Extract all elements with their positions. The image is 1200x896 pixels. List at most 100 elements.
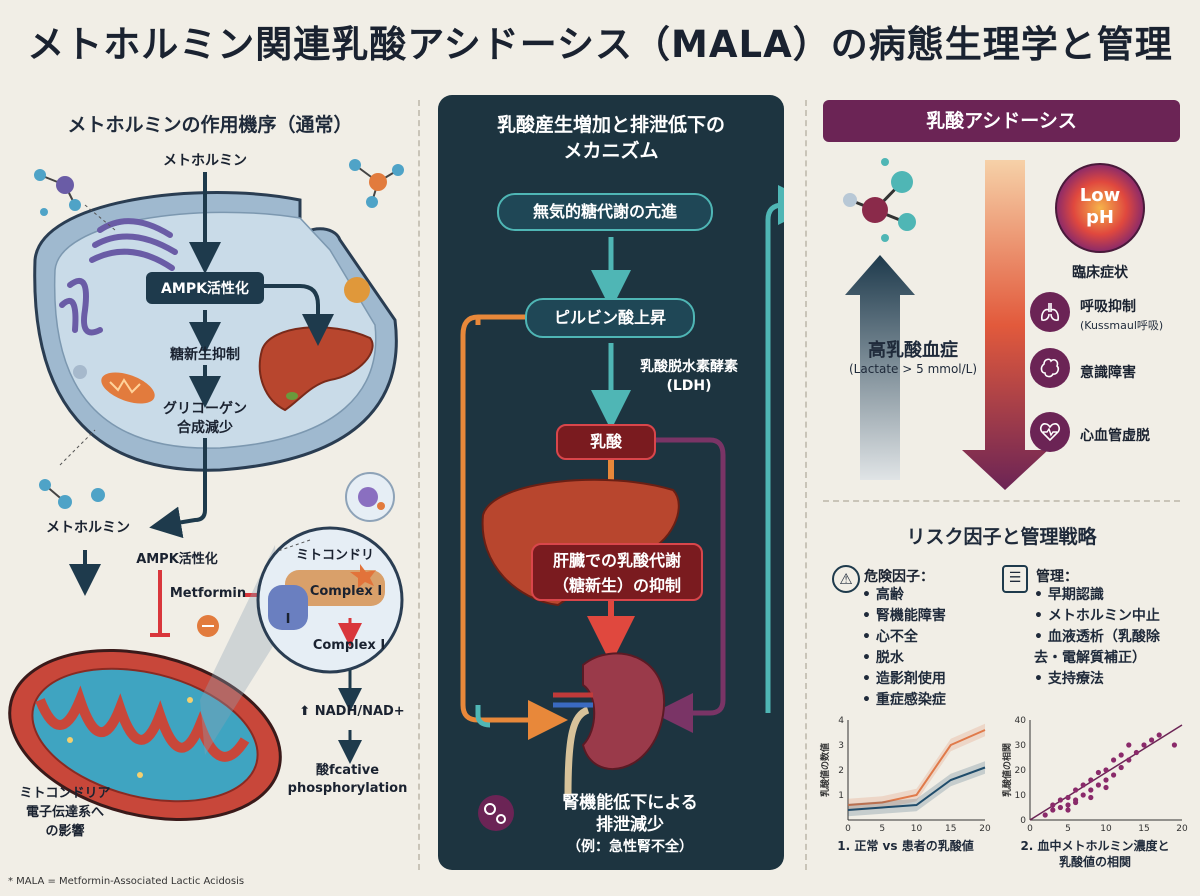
footnote: * MALA = Metformin-Associated Lactic Aci…: [8, 876, 245, 887]
scatter-point: [1095, 782, 1101, 788]
cell-thumbnail-icon: [345, 472, 395, 522]
scatter-point: [1126, 757, 1132, 763]
scatter-point: [1042, 812, 1048, 818]
y-axis-label: 乳酸値の数値: [819, 743, 831, 797]
left-section-heading: メトホルミンの作用機序（通常）: [67, 114, 353, 136]
brain-icon: [1030, 348, 1070, 388]
list-item: 腎機能障害: [862, 606, 946, 627]
lactate-box: 乳酸: [556, 424, 656, 460]
falling-arrow: [962, 160, 1048, 490]
list-item: 造影剤使用: [862, 669, 946, 690]
vesicle-icon: [344, 277, 370, 303]
right-divider: [823, 500, 1180, 502]
symptom-cardiovascular-label: 心血管虚脱: [1080, 428, 1150, 444]
er-icon: [59, 277, 103, 336]
pyruvate-box: ピルビン酸上昇: [525, 298, 695, 338]
heart-icon: [1030, 412, 1070, 452]
scatter-point: [1118, 764, 1124, 771]
x-tick-label: 10: [1100, 824, 1112, 834]
complex-i-shape: [268, 585, 308, 630]
hyperlactatemia-label: 高乳酸血症: [868, 340, 958, 361]
liver-inhibition-box: 肝臓での乳酸代謝 （糖新生）の抑制: [531, 543, 703, 601]
small-mitochondrion-icon: [101, 372, 155, 404]
x-tick-label: 20: [979, 824, 991, 834]
list-item: 重症感染症: [862, 690, 946, 711]
scatter-point: [1065, 807, 1071, 813]
scatter-point: [1088, 787, 1094, 793]
y-tick-label: 2: [838, 766, 844, 776]
list-item: 脱水: [862, 648, 946, 669]
nadh-text: NADH/NAD+: [314, 704, 405, 719]
metformin-label: メトホルミン: [163, 153, 247, 169]
molecule-icon: [349, 159, 404, 208]
kidney-label: 腎機能低下による 排泄減少: [562, 793, 698, 835]
arrow: [765, 185, 784, 713]
divider-left: [418, 100, 420, 870]
clipboard-icon: ☰: [1002, 565, 1028, 593]
low-ph-badge: [1055, 163, 1145, 253]
anaerobic-glycolysis-box: 無気的糖代謝の亢進: [497, 193, 713, 231]
kidney-symbol-icon: [478, 795, 514, 831]
symptom-consciousness-label: 意識障害: [1080, 365, 1136, 381]
gluconeogenesis-label: 糖新生抑制: [170, 347, 240, 363]
list-item: 支持療法: [1034, 669, 1194, 690]
vesicle-icon: [73, 365, 87, 379]
symptom-cardiovascular: [1030, 412, 1070, 452]
scatter-point: [1057, 804, 1063, 811]
molecule-icon: [39, 479, 105, 509]
scatter-point: [1088, 777, 1094, 783]
lactate-molecule-icon: [843, 158, 916, 242]
list-item: 血液透析（乳酸除 去・電解質補正）: [1034, 627, 1194, 669]
rising-arrow: [845, 255, 915, 480]
risk-management-heading: リスク因子と管理戦略: [906, 526, 1097, 548]
arrow: [653, 437, 726, 733]
scatter-point: [1050, 802, 1056, 808]
scatter-point: [1111, 757, 1117, 763]
list-item: 心不全: [862, 627, 946, 648]
scatter-point: [1111, 772, 1117, 778]
list-item: 高齢: [862, 585, 946, 606]
glycogen-label: グリコーゲン 合成減少: [163, 401, 247, 436]
y-tick-label: 1: [838, 791, 844, 801]
x-tick-label: 10: [911, 824, 923, 834]
scatter-point: [1057, 797, 1063, 803]
scatter-point: [1133, 749, 1139, 756]
y-tick-label: 30: [1015, 741, 1027, 751]
risk-factors-title: 危険因子：: [864, 569, 934, 585]
scatter-point: [1126, 742, 1132, 748]
management-list: 早期認識 メトホルミン中止 血液透析（乳酸除 去・電解質補正） 支持療法: [1034, 585, 1194, 690]
golgi-icon: [89, 218, 178, 271]
clinical-symptoms-label: 臨床症状: [1072, 265, 1128, 281]
scatter-point: [1156, 732, 1162, 738]
series-band: [848, 723, 985, 812]
page-title: メトホルミン関連乳酸アシドーシス（MALA）の病態生理学と管理: [27, 23, 1173, 66]
x-tick-label: 5: [879, 824, 885, 834]
scatter-point: [1073, 787, 1079, 793]
complex-i-label-2: Complex I: [312, 638, 386, 653]
arrow: [262, 284, 334, 346]
x-tick-label: 15: [945, 824, 956, 834]
list-item: 早期認識: [1034, 585, 1194, 606]
symptom-respiratory-sub: (Kussmaul呼吸): [1080, 319, 1164, 332]
metformin-en-label: Metformin: [169, 586, 247, 601]
y-tick-label: 40: [1015, 716, 1027, 726]
scatter-point: [1080, 792, 1086, 798]
pointer-line: [59, 429, 96, 466]
scatter-point: [1149, 737, 1155, 743]
oxphos-label: 酸fcative phosphorylation: [287, 763, 408, 796]
y-tick-label: 3: [838, 741, 844, 751]
y-axis-label: 乳酸値の相関: [1001, 743, 1013, 797]
right-illustration: [843, 158, 1145, 490]
kidney-icon: [553, 652, 666, 796]
x-tick-label: 20: [1176, 824, 1188, 834]
scatter-point: [1103, 777, 1109, 783]
chart1-caption: 1. 正常 vs 患者の乳酸値: [837, 839, 974, 853]
ampk-small-label: AMPK活性化: [136, 552, 218, 567]
scatter-point: [1073, 799, 1079, 806]
y-tick-label: 0: [1020, 816, 1026, 826]
burst-icon: [350, 564, 376, 588]
mitochondria-label: ミトコンドリ: [295, 548, 374, 563]
hyperlactatemia-sub: (Lactate > 5 mmol/L): [848, 362, 978, 376]
